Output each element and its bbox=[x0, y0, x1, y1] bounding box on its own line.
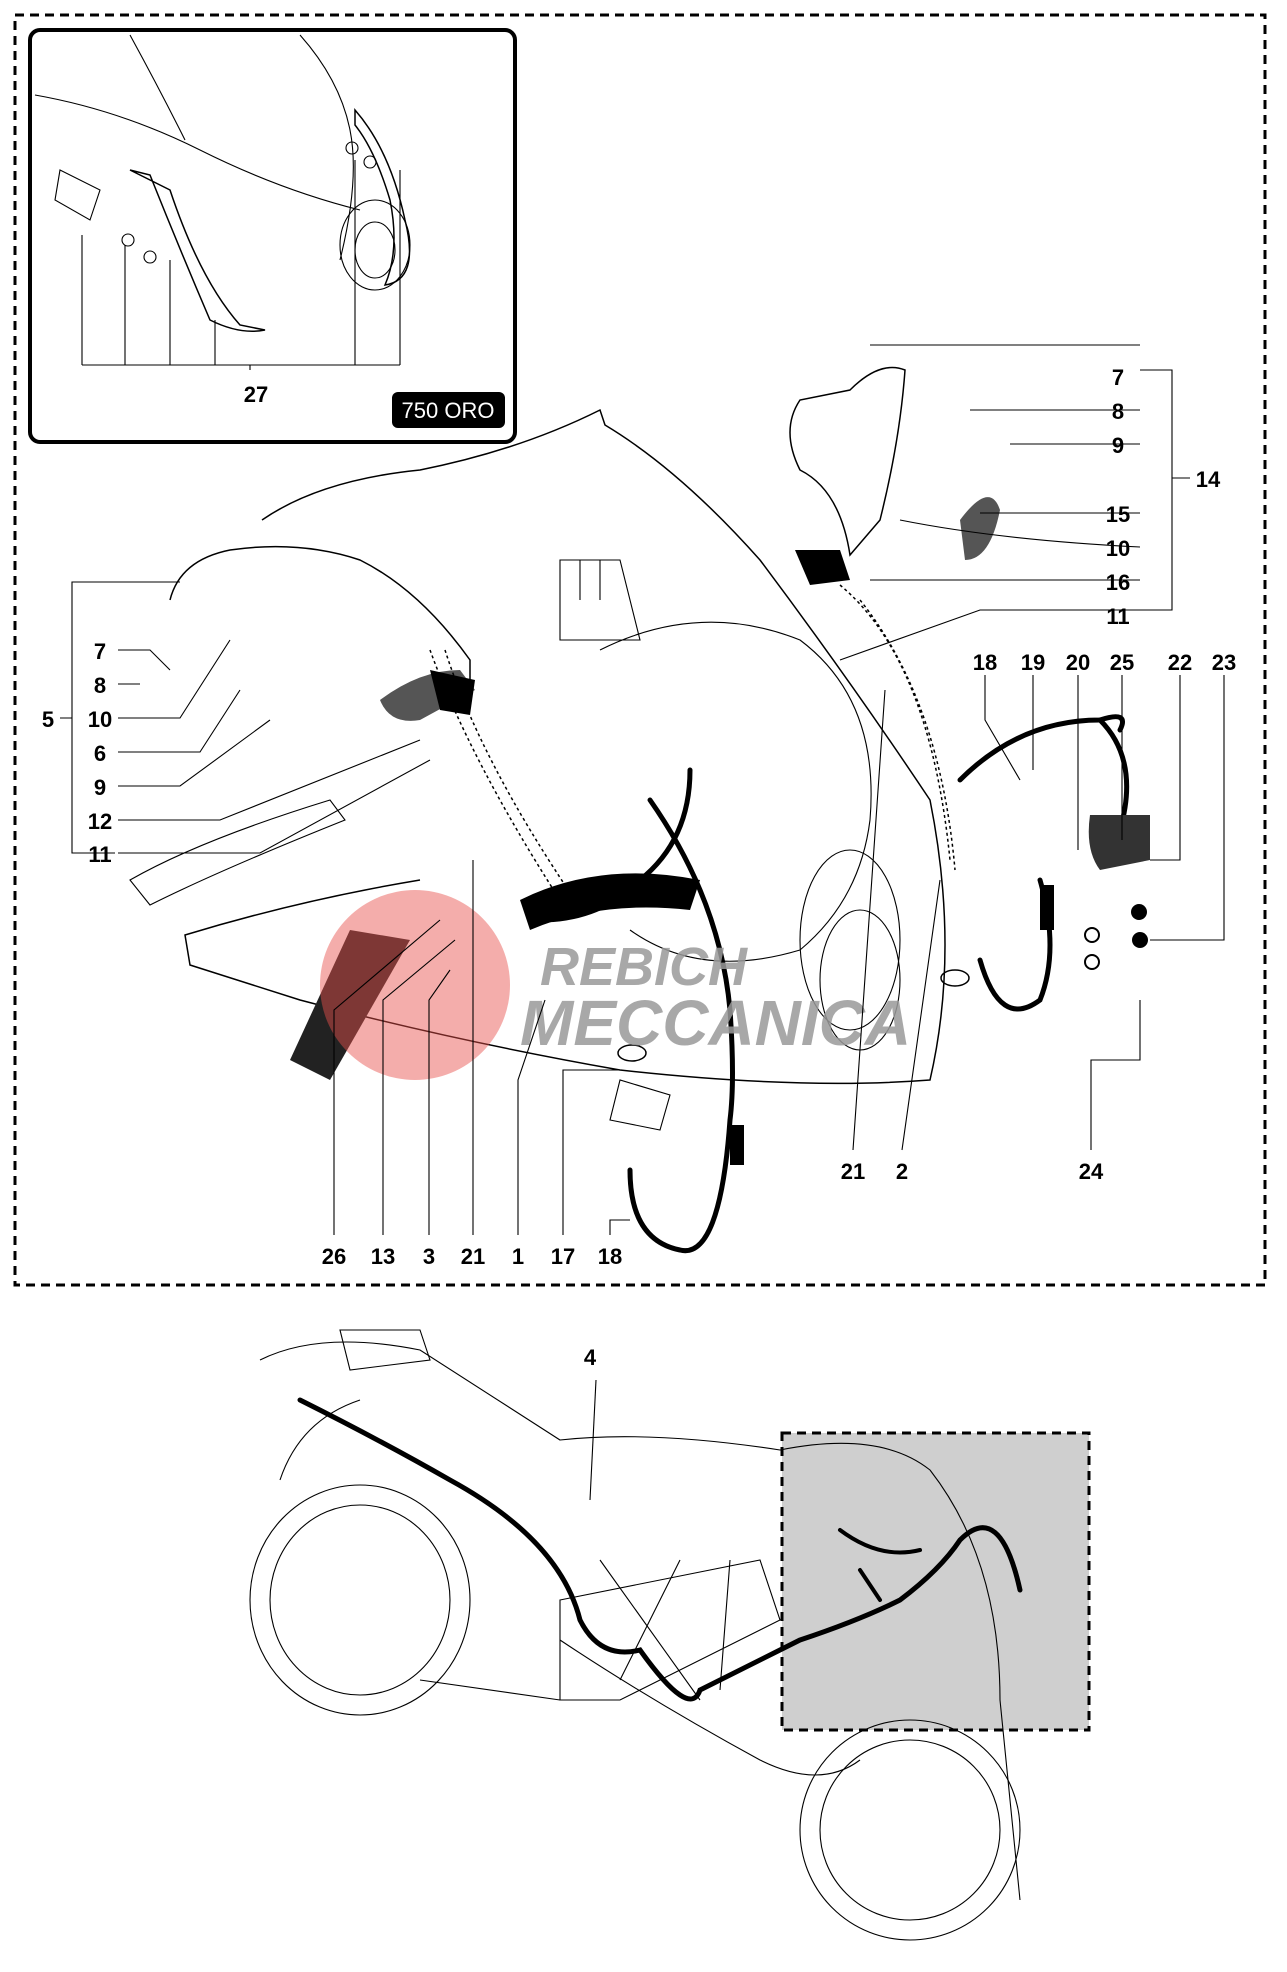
watermark-line2: MECCANICA bbox=[520, 987, 911, 1059]
right-label-3: 9 bbox=[1112, 433, 1124, 458]
left-label-5: 9 bbox=[94, 775, 106, 800]
left-group-label: 5 bbox=[42, 707, 54, 732]
callout-27: 27 bbox=[244, 382, 268, 407]
callout-4: 4 bbox=[584, 1345, 597, 1370]
wiring-harness-diagram: 4 bbox=[249, 1329, 1091, 1941]
watermark-line1: REBICH bbox=[540, 937, 748, 997]
bottom-label-3: 3 bbox=[423, 1244, 435, 1269]
left-label-7: 11 bbox=[88, 842, 111, 867]
mid-label-2: 2 bbox=[896, 1159, 908, 1184]
top-label-6: 23 bbox=[1212, 650, 1236, 675]
badge-label: 750 ORO bbox=[402, 398, 495, 423]
right-group-label: 14 bbox=[1196, 467, 1221, 492]
bottom-label-1: 26 bbox=[322, 1244, 346, 1269]
right-callouts: 7 8 9 15 10 16 11 14 bbox=[839, 344, 1221, 661]
top-label-4: 25 bbox=[1110, 650, 1134, 675]
left-label-3: 10 bbox=[88, 707, 112, 732]
bottom-label-4: 21 bbox=[461, 1244, 485, 1269]
right-label-1: 7 bbox=[1112, 365, 1124, 390]
badge-750-oro bbox=[392, 392, 505, 428]
watermark: REBICH MECCANICA bbox=[320, 890, 911, 1080]
right-label-6: 16 bbox=[1106, 570, 1130, 595]
fairing-drawing bbox=[129, 366, 1150, 1254]
left-label-6: 12 bbox=[88, 809, 112, 834]
left-label-1: 7 bbox=[94, 639, 106, 664]
bottom-label-5: 1 bbox=[512, 1244, 524, 1269]
left-callouts: 7 8 10 6 9 12 11 5 bbox=[42, 581, 431, 867]
bottom-label-2: 13 bbox=[371, 1244, 395, 1269]
mid-label-3: 24 bbox=[1079, 1159, 1104, 1184]
top-label-2: 19 bbox=[1021, 650, 1045, 675]
bottom-label-7: 18 bbox=[598, 1244, 622, 1269]
bottom-label-6: 17 bbox=[551, 1244, 575, 1269]
top-label-1: 18 bbox=[973, 650, 997, 675]
bottom-row-callouts: 26 13 3 21 1 17 18 21 2 24 bbox=[322, 689, 1141, 1269]
top-row-callouts: 18 19 20 25 22 23 bbox=[973, 650, 1236, 941]
right-label-5: 10 bbox=[1106, 536, 1130, 561]
top-label-5: 22 bbox=[1168, 650, 1192, 675]
right-label-2: 8 bbox=[1112, 399, 1124, 424]
top-label-3: 20 bbox=[1066, 650, 1090, 675]
right-label-4: 15 bbox=[1106, 502, 1130, 527]
mid-label-1: 21 bbox=[841, 1159, 865, 1184]
inset-750-oro: 27 750 ORO bbox=[28, 28, 517, 444]
left-label-2: 8 bbox=[94, 673, 106, 698]
left-label-4: 6 bbox=[94, 741, 106, 766]
right-label-7: 11 bbox=[1106, 604, 1129, 629]
